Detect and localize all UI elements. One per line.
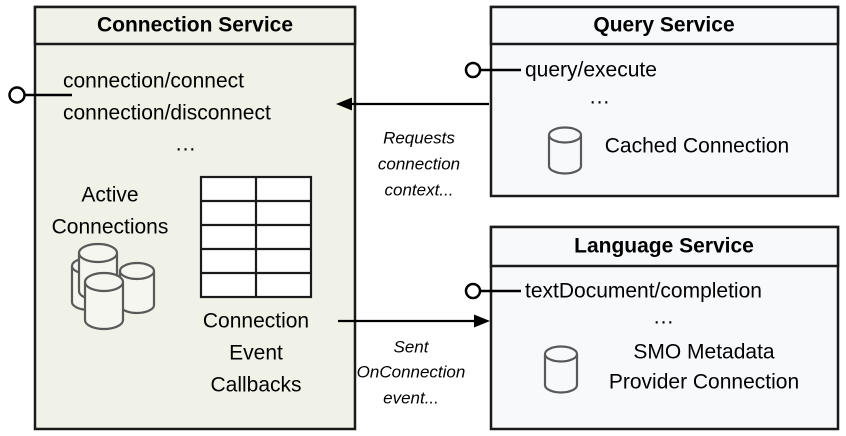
smo-metadata-label-line-0: SMO Metadata bbox=[633, 341, 775, 364]
table-grid-icon bbox=[199, 175, 313, 299]
edge-label-requests-line-2: context... bbox=[385, 180, 454, 199]
query-service-title: Query Service bbox=[593, 14, 734, 37]
connection-service-endpoints-more: ... bbox=[176, 133, 197, 156]
language-service-title: Language Service bbox=[574, 235, 754, 258]
edge-label-sent-line-2: event... bbox=[383, 388, 439, 407]
connection-service-endpoint-0: connection/connect bbox=[63, 70, 244, 93]
query-service-endpoints-more: ... bbox=[590, 86, 611, 109]
connection-service-provided-interface[interactable] bbox=[8, 86, 73, 104]
database-cylinder-icon bbox=[543, 345, 579, 394]
connection-event-callbacks-label-line-1: Event bbox=[229, 342, 283, 365]
language-service-header bbox=[489, 225, 840, 268]
connection-event-callbacks-label-line-2: Callbacks bbox=[210, 374, 301, 397]
language-service-provided-interface[interactable] bbox=[464, 282, 521, 300]
edge-label-requests-line-0: Requests bbox=[383, 128, 455, 147]
query-service-provided-interface[interactable] bbox=[464, 61, 521, 79]
component-language-service[interactable]: Language Service textDocument/completion… bbox=[489, 225, 840, 431]
active-connections-label-line-0: Active bbox=[81, 184, 138, 207]
language-service-interface-ball bbox=[464, 282, 482, 300]
connection-event-callbacks-label-line-0: Connection bbox=[203, 310, 309, 333]
query-service-header bbox=[489, 5, 840, 46]
language-service-endpoints-more: ... bbox=[654, 306, 675, 329]
query-service-endpoint-0: query/execute bbox=[525, 59, 657, 82]
cached-connection-label: Cached Connection bbox=[605, 135, 789, 158]
connection-service-interface-ball bbox=[8, 86, 26, 104]
database-cluster-icon bbox=[70, 242, 156, 331]
arrow-head-right bbox=[474, 314, 490, 328]
query-service-interface-ball bbox=[464, 61, 482, 79]
language-service-endpoint-0: textDocument/completion bbox=[525, 280, 762, 303]
connection-service-header bbox=[33, 5, 357, 46]
database-cylinder-icon bbox=[547, 126, 583, 175]
smo-metadata-label-line-1: Provider Connection bbox=[609, 371, 799, 394]
connection-service-title: Connection Service bbox=[97, 14, 293, 37]
active-connections-label-line-1: Connections bbox=[52, 216, 169, 239]
component-connection-service[interactable]: Connection Service connection/connect co… bbox=[33, 5, 357, 431]
edge-label-sent-line-0: Sent bbox=[394, 337, 430, 356]
connection-connection-service-to-language[interactable]: Sent OnConnection event... bbox=[338, 314, 490, 408]
connection-service-endpoint-1: connection/disconnect bbox=[63, 102, 271, 125]
edge-label-sent-line-1: OnConnection bbox=[357, 362, 466, 381]
arrow-head-left bbox=[336, 97, 352, 111]
connection-query-to-connection-service[interactable]: Requests connection context... bbox=[336, 97, 489, 200]
component-query-service[interactable]: Query Service query/execute ... Cached C… bbox=[489, 5, 840, 198]
edge-label-requests-line-1: connection bbox=[378, 154, 460, 173]
